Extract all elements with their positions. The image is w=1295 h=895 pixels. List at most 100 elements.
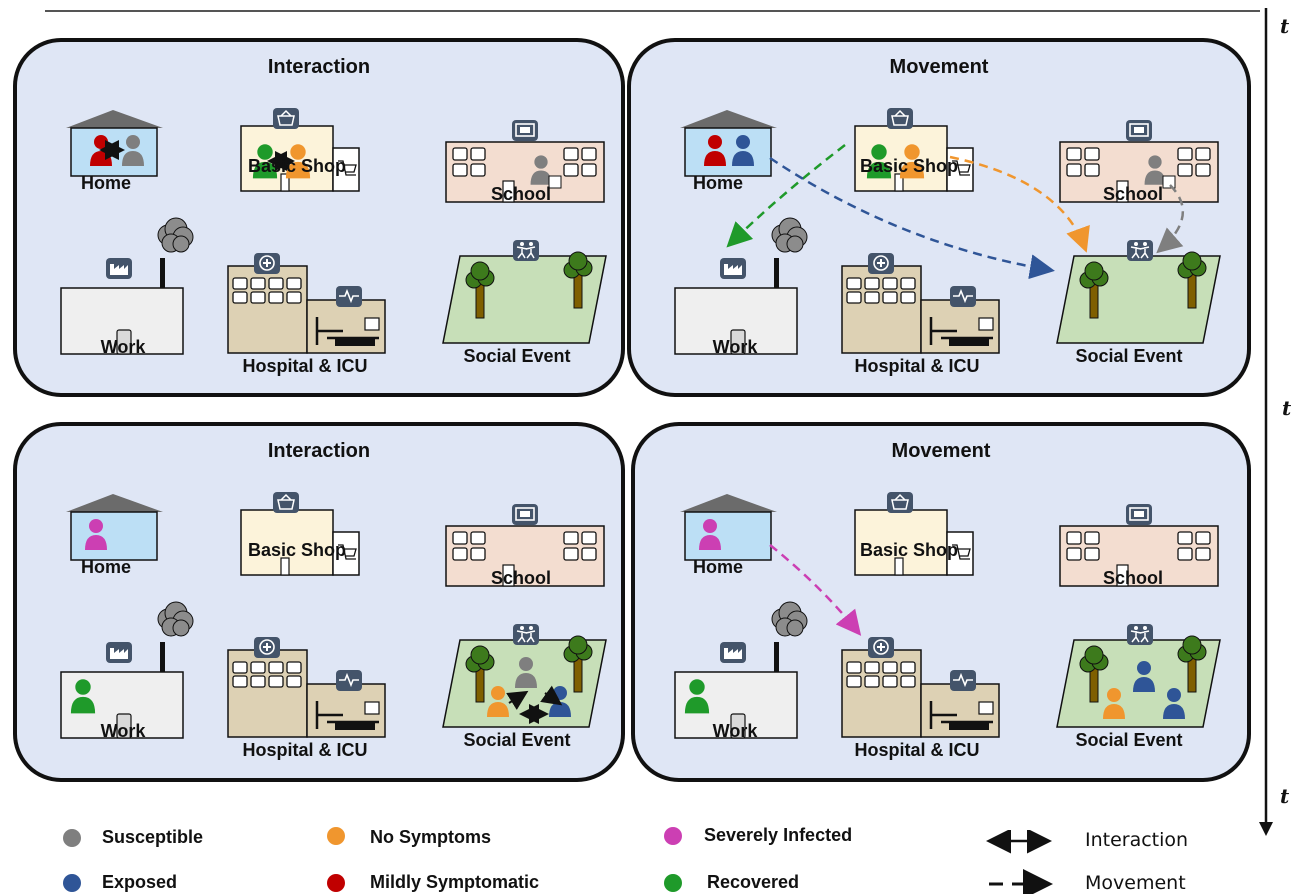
social-event-park (442, 240, 607, 344)
location-label-home: Home (692, 173, 744, 193)
basket-icon (887, 492, 913, 513)
factory-icon (720, 258, 746, 279)
location-label-hospital: Hospital & ICU (242, 356, 368, 376)
factory-icon (720, 642, 746, 663)
home-building (680, 110, 777, 177)
movement-arrows (726, 144, 1185, 636)
heartbeat-icon (950, 286, 976, 307)
basket-icon (273, 108, 299, 129)
resident-person-icon (122, 135, 144, 166)
panel-scene (674, 492, 1221, 739)
attendee-person-icon (1103, 688, 1125, 719)
work-building (674, 601, 808, 739)
school-building (1059, 120, 1219, 203)
panel-scene (674, 108, 1221, 355)
dance-icon (1127, 624, 1153, 645)
location-label-social: Social Event (1075, 346, 1183, 366)
shop-building (854, 108, 974, 192)
heartbeat-icon (336, 670, 362, 691)
shop-building (240, 492, 360, 576)
resident-person-icon (732, 135, 754, 166)
location-label-home: Home (80, 557, 132, 577)
time-label-middle: t (1282, 396, 1292, 420)
legend-dot-mild (327, 874, 345, 892)
shopper-person-icon (866, 144, 892, 179)
location-label-home: Home (692, 557, 744, 577)
school-building (445, 120, 605, 203)
dance-icon (1127, 240, 1153, 261)
home-building (66, 110, 163, 177)
tree-icon (1079, 645, 1109, 703)
location-label-shop: Basic Shop (859, 156, 959, 176)
location-label-hospital: Hospital & ICU (242, 740, 368, 760)
screen-icon (512, 120, 538, 141)
shopper-person-icon (899, 144, 925, 179)
location-label-shop: Basic Shop (247, 540, 347, 560)
movement-arrow-shop-to-social (949, 155, 1090, 253)
panel-title: Movement (891, 440, 991, 462)
home-building (66, 494, 163, 561)
attendee-person-icon (1163, 688, 1185, 719)
tree-icon (563, 251, 593, 309)
legend-label-exposed: Exposed (102, 872, 178, 892)
screen-icon (512, 504, 538, 525)
panel-title: Interaction (267, 56, 371, 78)
legend-dot-no-symptoms (327, 827, 345, 845)
work-building (60, 601, 194, 739)
social-event-park (1056, 240, 1221, 344)
heartbeat-icon (950, 670, 976, 691)
legend-label-movement: Movement (1085, 872, 1186, 894)
location-label-social: Social Event (463, 346, 571, 366)
legend-dot-exposed (63, 874, 81, 892)
time-label-bottom: t (1280, 784, 1290, 808)
basket-icon (273, 492, 299, 513)
attendee-person-icon (487, 686, 509, 717)
hospital-building (227, 637, 386, 738)
hospital-icon (254, 637, 280, 658)
legend-label-severe: Severely Infected (704, 825, 853, 845)
dance-icon (513, 624, 539, 645)
location-label-school: School (490, 568, 552, 588)
panel-scene (60, 492, 607, 739)
location-label-social: Social Event (1075, 730, 1183, 750)
location-label-work: Work (712, 337, 758, 357)
legend-label-no-symptoms: No Symptoms (370, 827, 492, 847)
timeline-arrowhead (1259, 822, 1273, 836)
social-event-park (442, 624, 607, 728)
resident-person-icon (699, 519, 721, 550)
hospital-building (841, 637, 1000, 738)
location-label-shop: Basic Shop (247, 156, 347, 176)
school-building (1059, 504, 1219, 587)
legend-arrow-symbols (986, 830, 1053, 894)
home-building (680, 494, 777, 561)
movement-arrow-school-to-social (1156, 184, 1185, 254)
shop-building (240, 108, 360, 192)
movement-arrow-home-to-hospital (769, 544, 862, 636)
resident-person-icon (85, 519, 107, 550)
hospital-building (841, 253, 1000, 354)
location-label-shop: Basic Shop (859, 540, 959, 560)
panel-title: Interaction (267, 440, 371, 462)
work-building (674, 217, 808, 355)
tree-icon (465, 645, 495, 703)
location-label-school: School (1102, 568, 1164, 588)
attendee-person-icon (515, 657, 537, 688)
location-label-social: Social Event (463, 730, 571, 750)
hospital-icon (254, 253, 280, 274)
worker-person-icon (684, 679, 710, 714)
tree-icon (563, 635, 593, 693)
location-label-hospital: Hospital & ICU (854, 740, 980, 760)
hospital-icon (868, 253, 894, 274)
tree-icon (1079, 261, 1109, 319)
factory-icon (106, 258, 132, 279)
teacher-person-icon (1144, 155, 1166, 185)
worker-person-icon (70, 679, 96, 714)
screen-icon (1126, 120, 1152, 141)
heartbeat-icon (336, 286, 362, 307)
dance-icon (513, 240, 539, 261)
tree-icon (1177, 635, 1207, 693)
hospital-building (227, 253, 386, 354)
basket-icon (887, 108, 913, 129)
resident-person-icon (704, 135, 726, 166)
